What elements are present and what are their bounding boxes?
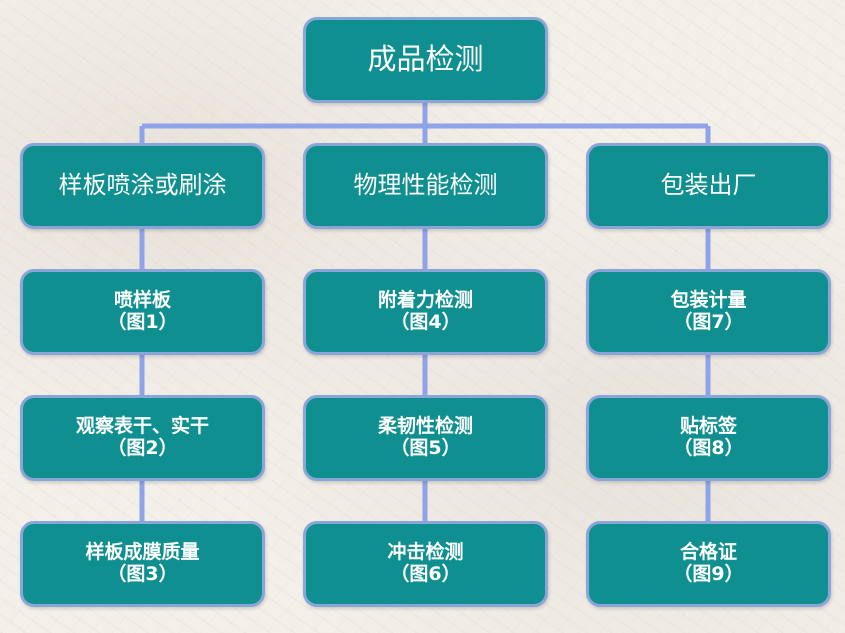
step-node-1-3-ref: （图6） (390, 563, 461, 585)
category-node-0-label: 样板喷涂或刷涂 (58, 171, 227, 200)
step-node-2-1: 包装计量 （图7） (586, 269, 831, 355)
step-node-0-1-label: 喷样板 (113, 289, 171, 312)
category-node-1: 物理性能检测 (303, 143, 548, 229)
step-node-1-2: 柔韧性检测 （图5） (303, 395, 548, 481)
root-node: 成品检测 (303, 17, 548, 103)
category-node-2: 包装出厂 (586, 143, 831, 229)
step-node-2-3-ref: （图9） (673, 563, 744, 585)
step-node-0-2-label: 观察表干、实干 (75, 415, 209, 438)
step-node-2-1-label: 包装计量 (670, 289, 747, 312)
step-node-2-1-ref: （图7） (673, 311, 744, 333)
step-node-2-2: 贴标签 （图8） (586, 395, 831, 481)
root-node-label: 成品检测 (367, 42, 484, 77)
category-node-1-label: 物理性能检测 (353, 171, 498, 200)
step-node-2-2-ref: （图8） (673, 437, 744, 459)
step-node-0-3-label: 样板成膜质量 (85, 541, 200, 564)
step-node-0-2: 观察表干、实干 （图2） (20, 395, 265, 481)
step-node-2-2-label: 贴标签 (679, 415, 737, 438)
category-node-0: 样板喷涂或刷涂 (20, 143, 265, 229)
step-node-2-3-label: 合格证 (679, 541, 737, 564)
step-node-1-1: 附着力检测 （图4） (303, 269, 548, 355)
step-node-1-1-label: 附着力检测 (377, 289, 473, 312)
step-node-1-2-label: 柔韧性检测 (377, 415, 473, 438)
step-node-0-1: 喷样板 （图1） (20, 269, 265, 355)
step-node-1-2-ref: （图5） (390, 437, 461, 459)
step-node-2-3: 合格证 （图9） (586, 521, 831, 607)
step-node-0-3-ref: （图3） (107, 563, 178, 585)
category-node-2-label: 包装出厂 (660, 171, 757, 200)
step-node-1-1-ref: （图4） (390, 311, 461, 333)
step-node-0-1-ref: （图1） (107, 311, 178, 333)
step-node-1-3: 冲击检测 （图6） (303, 521, 548, 607)
step-node-0-2-ref: （图2） (107, 437, 178, 459)
step-node-0-3: 样板成膜质量 （图3） (20, 521, 265, 607)
step-node-1-3-label: 冲击检测 (387, 541, 464, 564)
